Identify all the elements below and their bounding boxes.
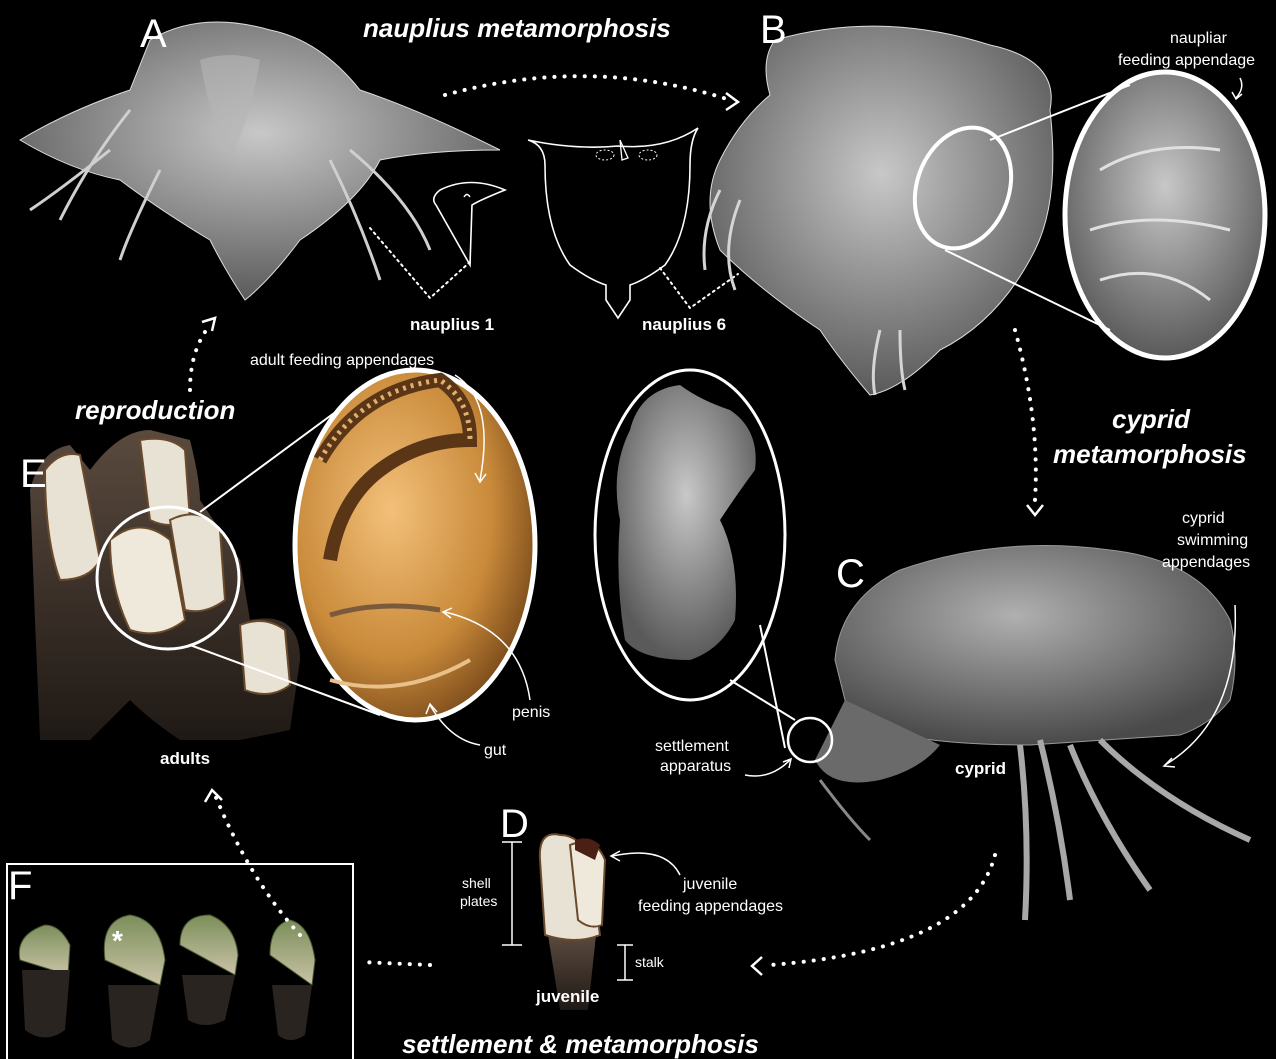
label-cyprid-swimming-line2: swimming bbox=[1177, 532, 1248, 550]
nauplius6-pointer bbox=[660, 268, 738, 308]
naupliar-zoom-inset bbox=[1065, 72, 1265, 358]
title-cyprid-metamorphosis: metamorphosis bbox=[1053, 440, 1247, 469]
label-nauplius-6: nauplius 6 bbox=[642, 316, 726, 335]
arrow-nauplius-metamorphosis bbox=[445, 76, 730, 100]
arrow-reproduction bbox=[190, 325, 210, 390]
label-nauplius-1: nauplius 1 bbox=[410, 316, 494, 335]
juvenile-feeding-arrow bbox=[612, 853, 680, 875]
title-nauplius-metamorphosis: nauplius metamorphosis bbox=[363, 14, 671, 43]
label-naupliar-line1: naupliar bbox=[1170, 30, 1227, 48]
label-shell-line2: plates bbox=[460, 894, 497, 909]
juvenile-photo bbox=[540, 834, 605, 1010]
label-juvenile-feeding-line1: juvenile bbox=[683, 876, 737, 894]
label-settlement-line2: apparatus bbox=[660, 758, 731, 776]
panel-letter-a: A bbox=[140, 12, 167, 56]
panel-letter-f: F bbox=[8, 864, 32, 908]
label-naupliar-line2: feeding appendage bbox=[1118, 52, 1255, 70]
panel-letter-d: D bbox=[500, 802, 529, 846]
settlement-zoom-line-a bbox=[760, 625, 785, 748]
label-adult-feeding-appendages: adult feeding appendages bbox=[250, 352, 434, 370]
asterisk-marker: * bbox=[112, 925, 123, 956]
title-settlement-metamorphosis: settlement & metamorphosis bbox=[402, 1030, 759, 1059]
label-stalk: stalk bbox=[635, 955, 664, 970]
title-cyprid: cyprid bbox=[1112, 405, 1190, 434]
panel-letter-b: B bbox=[760, 8, 787, 52]
arrow-settlement bbox=[770, 855, 995, 965]
shell-plates-bracket bbox=[502, 842, 522, 945]
label-cyprid-swimming-line1: cyprid bbox=[1182, 510, 1225, 528]
juvenile-series-photos bbox=[19, 915, 315, 1048]
panel-letter-e: E bbox=[20, 452, 47, 496]
stalk-bracket bbox=[617, 945, 633, 980]
juvenile-specimen-4 bbox=[270, 920, 315, 1040]
label-shell-line1: shell bbox=[462, 876, 491, 891]
label-adults: adults bbox=[160, 750, 210, 769]
label-cyprid: cyprid bbox=[955, 760, 1006, 779]
nauplius1-line-drawing bbox=[434, 183, 505, 266]
nauplius1-sem-image bbox=[20, 22, 500, 300]
label-gut: gut bbox=[484, 742, 506, 760]
adults-photo bbox=[30, 430, 300, 740]
label-penis: penis bbox=[512, 704, 550, 722]
panel-letter-c: C bbox=[836, 552, 865, 596]
adult-zoom-inset bbox=[295, 370, 535, 720]
label-juvenile: juvenile bbox=[536, 988, 599, 1007]
label-settlement-line1: settlement bbox=[655, 738, 729, 756]
juvenile-specimen-3 bbox=[180, 915, 238, 1025]
cyprid-sem-image bbox=[815, 546, 1250, 921]
label-cyprid-swimming-line3: appendages bbox=[1162, 554, 1250, 572]
title-reproduction: reproduction bbox=[75, 396, 235, 425]
arrow-juvenile-to-panel-f bbox=[360, 962, 430, 965]
juvenile-specimen-1 bbox=[19, 925, 70, 1038]
settlement-apparatus-zoom-inset bbox=[595, 370, 785, 700]
nauplius6-line-drawing bbox=[528, 128, 698, 318]
arrow-cyprid-metamorphosis bbox=[1015, 330, 1036, 500]
label-juvenile-feeding-line2: feeding appendages bbox=[638, 898, 783, 916]
settlement-zoom-line-b bbox=[730, 680, 795, 720]
nauplius6-sem-image bbox=[704, 26, 1053, 395]
